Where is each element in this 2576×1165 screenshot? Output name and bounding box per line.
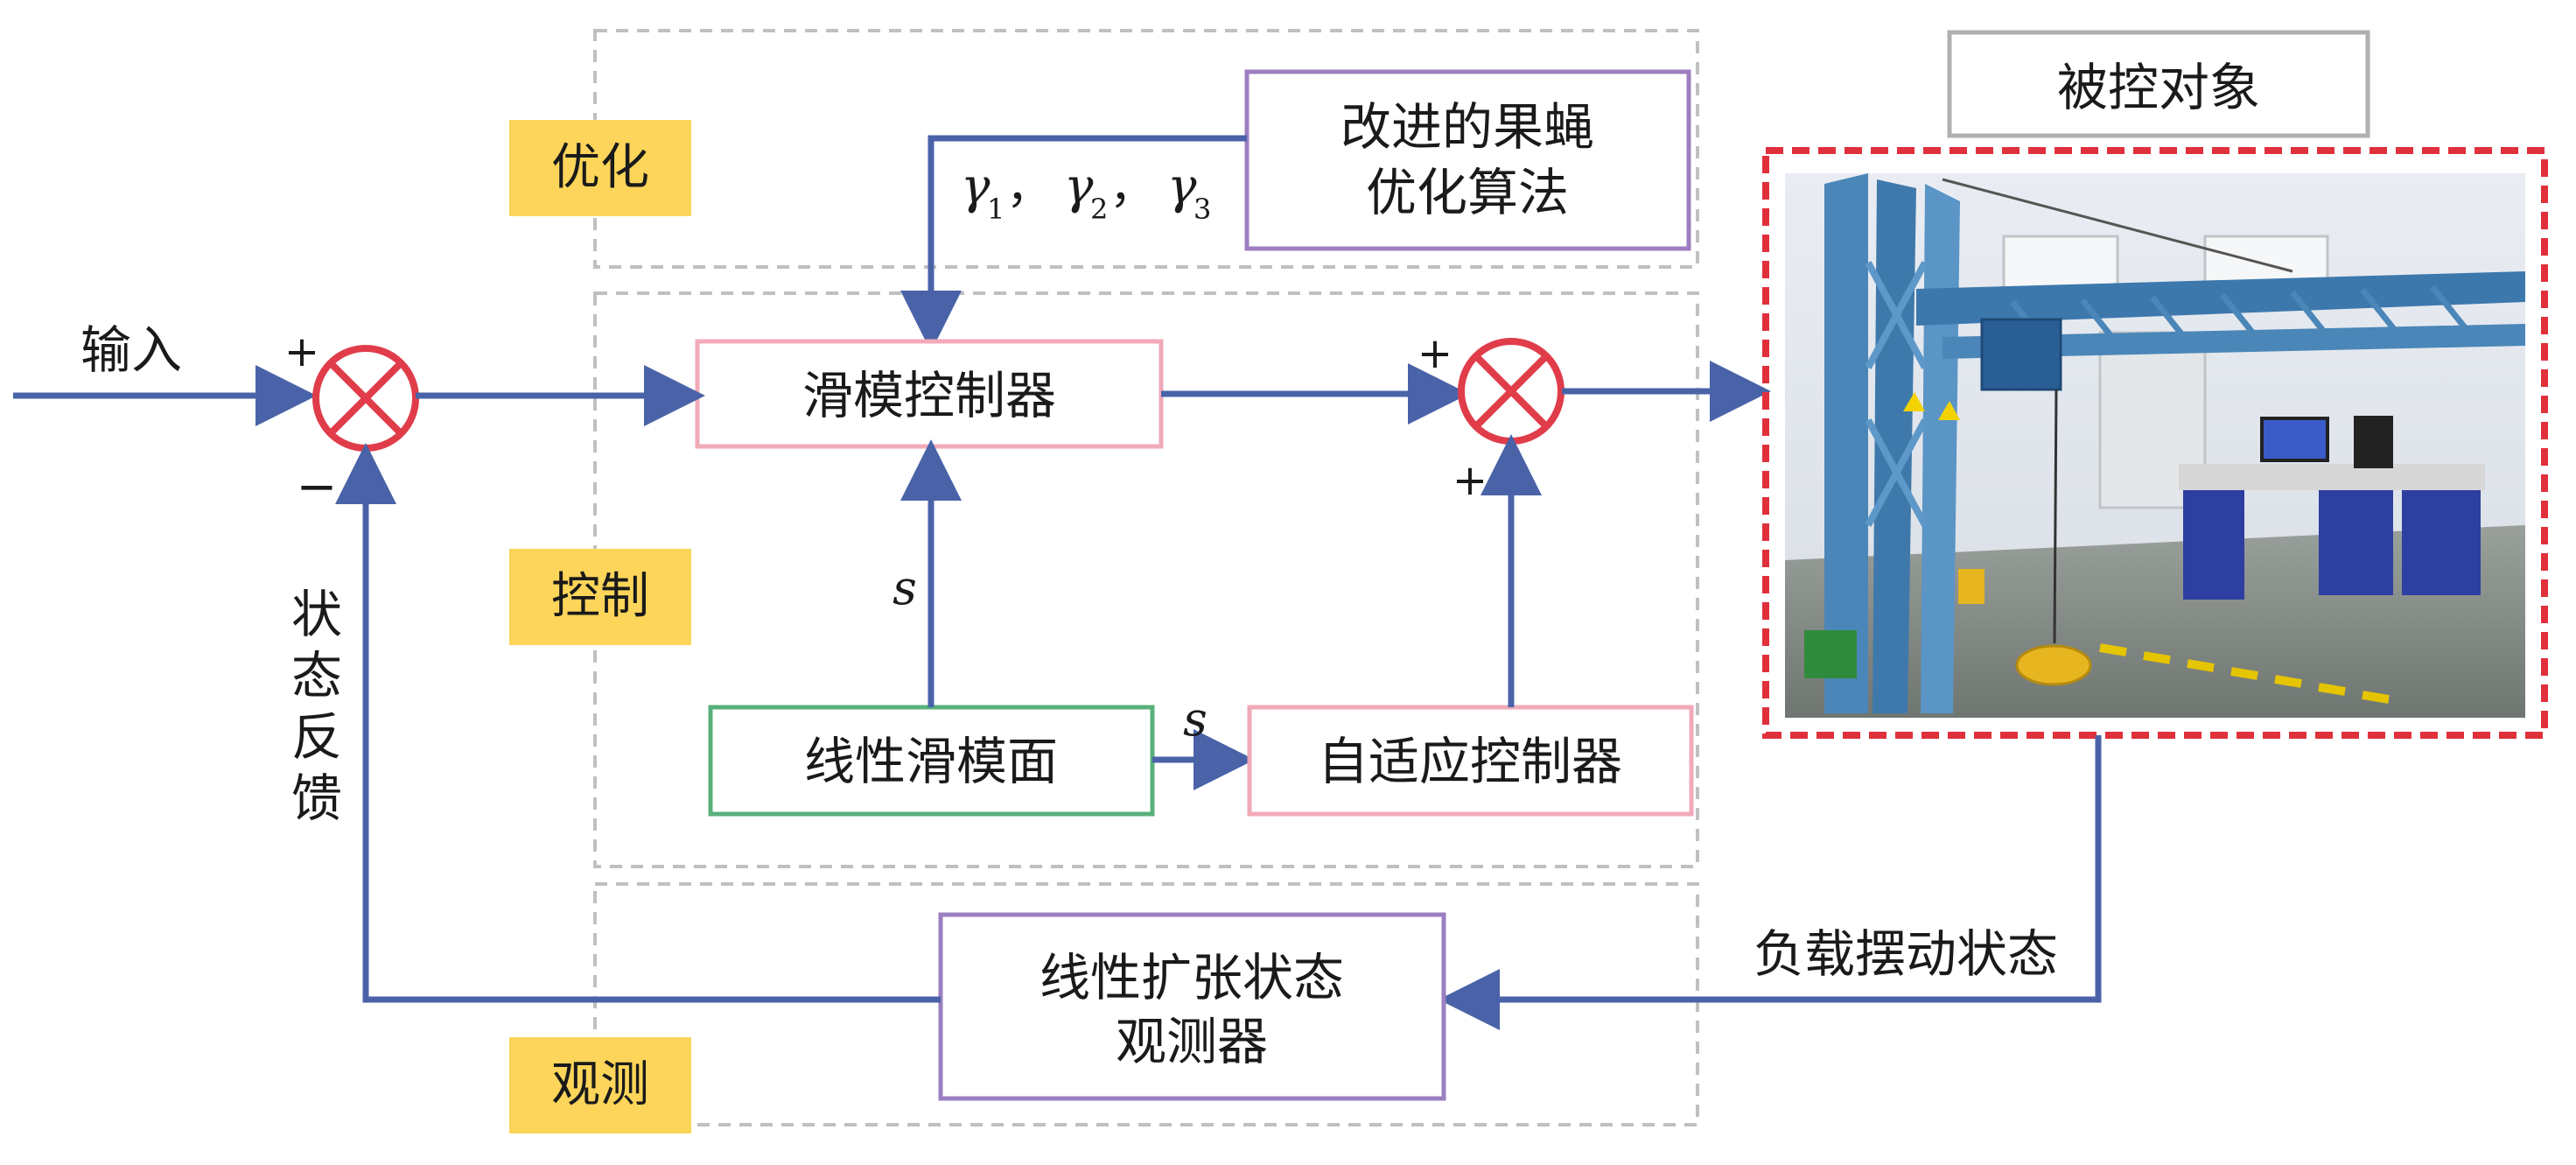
sum2-plus-top: +	[1418, 329, 1452, 378]
sliding-surface-label: 线性滑模面	[804, 732, 1058, 791]
optimizer-line2: 优化算法	[1366, 163, 1569, 222]
control-section-frame	[593, 291, 1699, 868]
gamma-subscript-1: 1	[987, 193, 1004, 226]
fruit-fly-optimizer-block	[1244, 69, 1691, 251]
smc-label: 滑模控制器	[802, 366, 1056, 425]
optimize-section-frame	[593, 29, 1699, 269]
feedback-char-2: 态	[291, 646, 342, 705]
adaptive-controller-block	[1247, 705, 1694, 817]
s-vertical-label: s	[892, 560, 917, 615]
gamma-separator-2: ，	[1110, 162, 1155, 214]
feedback-char-3: 反	[291, 707, 342, 767]
sum1-minus-sign: −	[297, 459, 338, 516]
observe-tag-bg	[509, 1037, 691, 1133]
load-swing-label: 负载摆动状态	[1754, 924, 2058, 984]
extended-state-observer-block	[938, 912, 1446, 1101]
observe-section-frame	[593, 882, 1699, 1126]
optimizer-line1: 改进的果蝇	[1340, 97, 1594, 157]
optimize-tag-bg	[509, 120, 691, 216]
observe-tag: 观测	[551, 1056, 649, 1113]
state-feedback-label: 状 态 反 馈	[291, 585, 342, 828]
optimize-tag: 优化	[551, 139, 649, 196]
load-swing-line	[1438, 735, 2102, 1030]
gamma-subscript-3: 3	[1194, 193, 1211, 226]
state-feedback-line	[335, 443, 941, 1003]
plant-title: 被控对象	[2057, 58, 2260, 117]
overhead-crane-photo	[1785, 173, 2525, 718]
input-label: 输入	[80, 320, 182, 380]
feedback-char-4: 馈	[291, 768, 342, 828]
sum1-plus-sign: +	[284, 327, 319, 376]
eso-line1: 线性扩张状态	[1040, 948, 1344, 1007]
adaptive-label: 自适应控制器	[1318, 732, 1622, 791]
gamma-symbol-3: γ	[1167, 158, 1197, 215]
s-horizontal-label: s	[1183, 691, 1208, 747]
gamma-parameters: γ1，γ2，γ3	[961, 158, 1211, 226]
summing-junction-2	[1458, 338, 1564, 445]
control-tag-bg	[509, 549, 691, 645]
gamma-symbol-1: γ	[961, 158, 990, 215]
feedback-char-1: 状	[291, 585, 342, 644]
linear-sliding-surface-block	[708, 705, 1155, 817]
gamma-separator-1: ，	[1006, 162, 1052, 214]
gamma-subscript-2: 2	[1090, 193, 1108, 226]
eso-line2: 观测器	[1116, 1012, 1268, 1071]
gamma-signal-line	[900, 135, 1247, 352]
gamma-symbol-2: γ	[1064, 158, 1094, 215]
sum2-plus-bottom: +	[1452, 456, 1488, 505]
plant-title-box	[1947, 30, 2370, 138]
summing-junction-1	[312, 345, 419, 452]
control-tag: 控制	[551, 568, 649, 625]
